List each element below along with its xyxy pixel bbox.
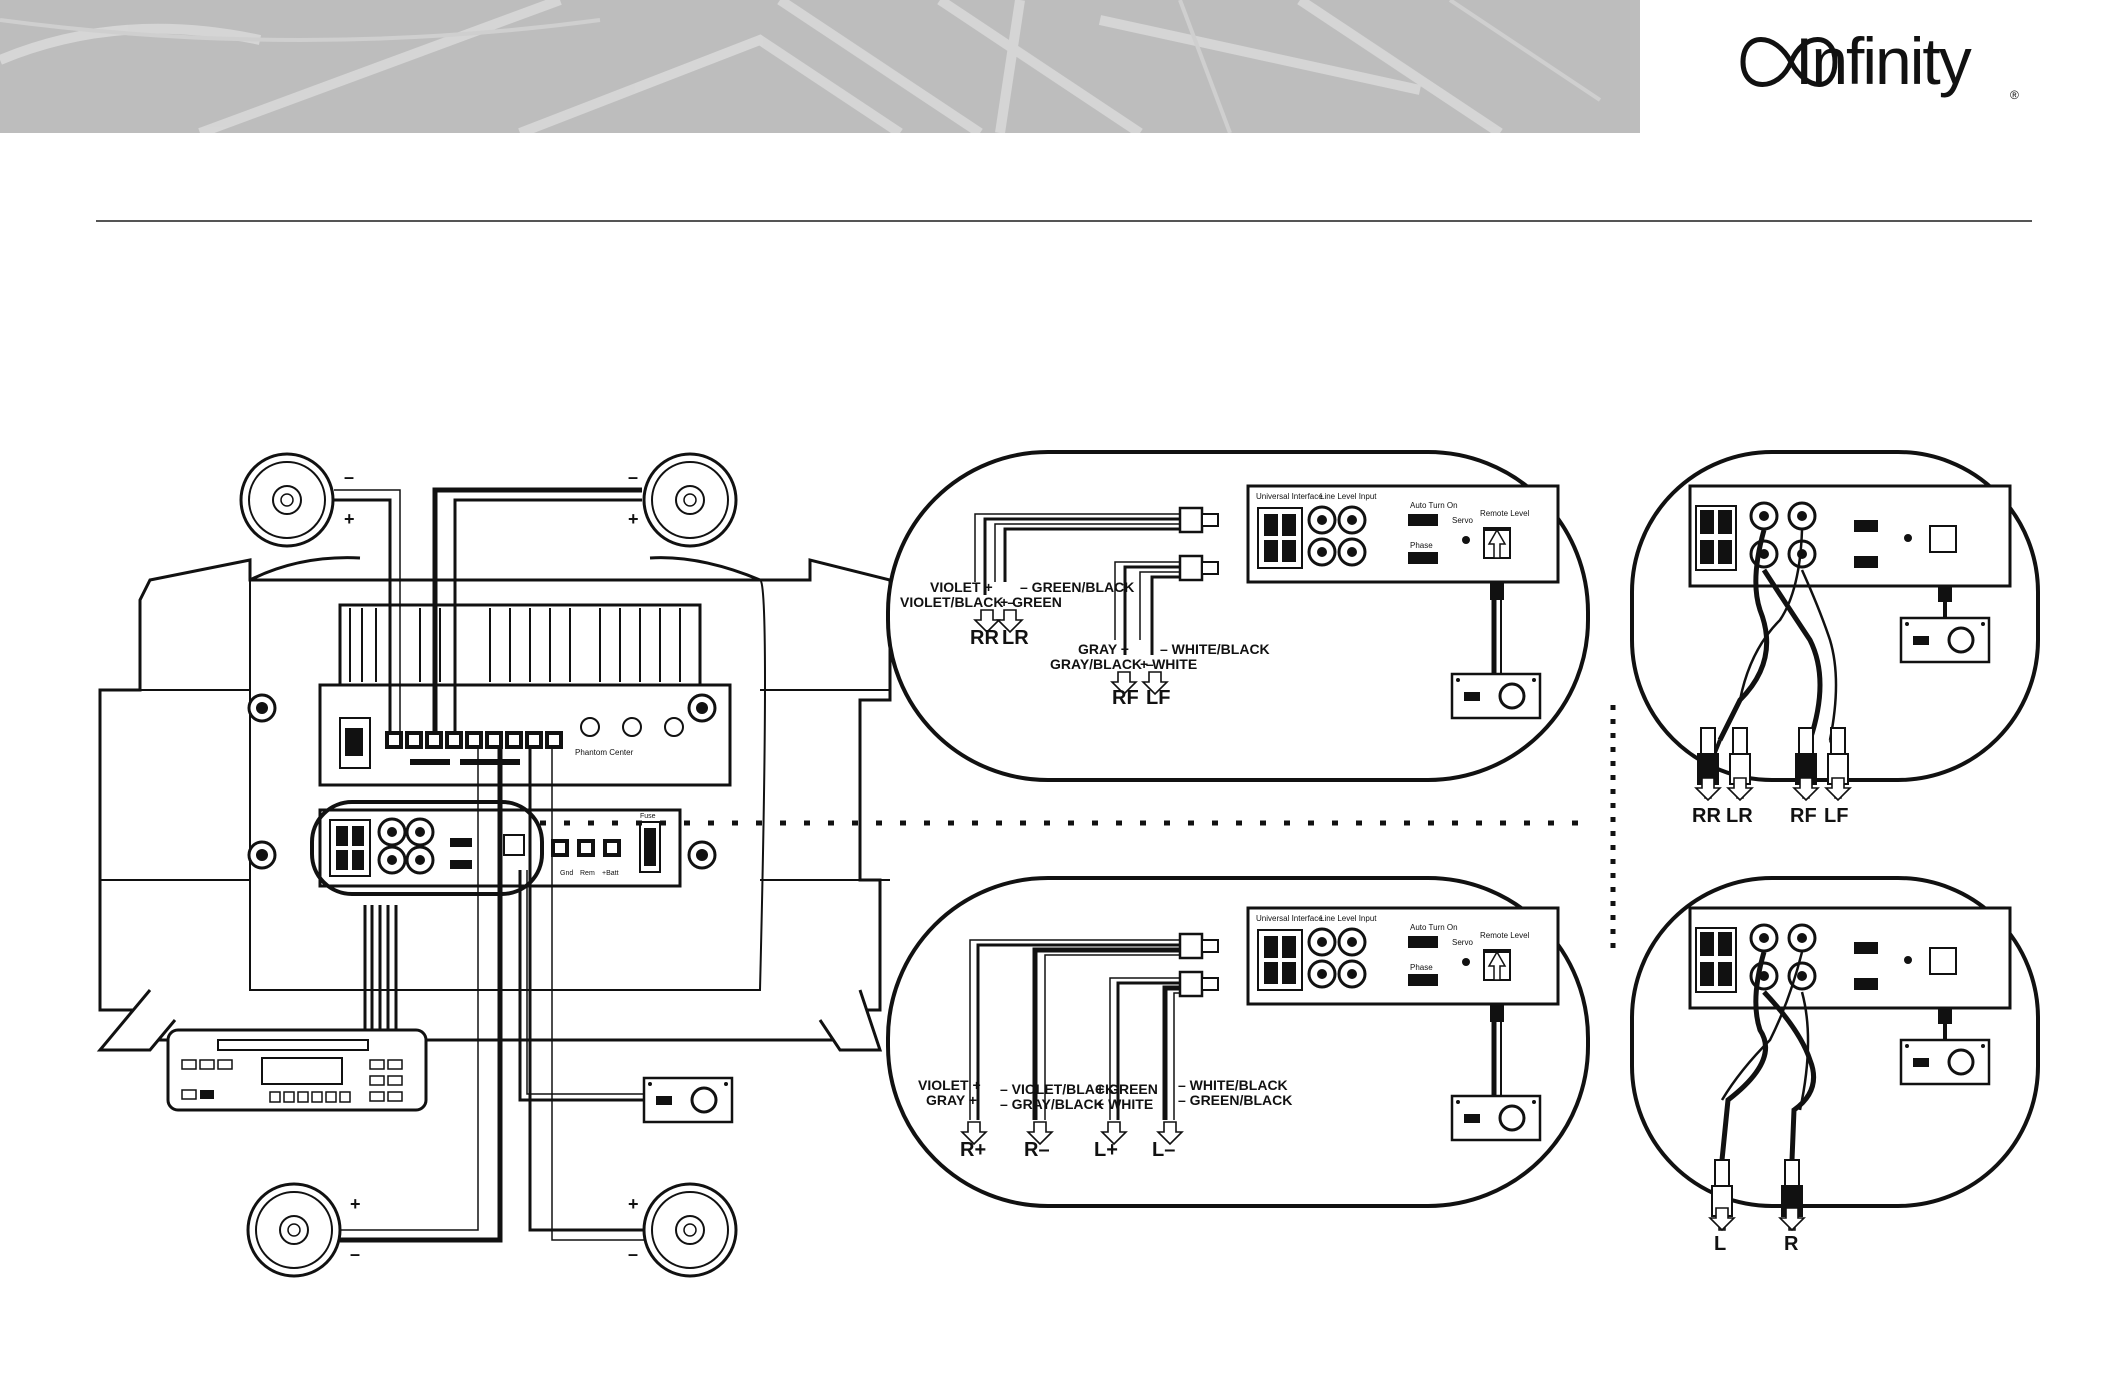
wire-label: GRAY + <box>926 1092 977 1108</box>
head-unit <box>166 1028 428 1112</box>
channel-label: L– <box>1152 1139 1175 1161</box>
speaker-rear-right-icon <box>642 1182 738 1278</box>
batt-label: +Batt <box>602 870 619 877</box>
channel-label: RF <box>1112 687 1139 709</box>
remote-level-knob-icon <box>642 1076 734 1124</box>
brand-name: Infinity <box>1795 24 1972 98</box>
polarity-minus: – <box>350 1244 360 1264</box>
phase-label: Phase <box>1410 963 1433 972</box>
line-level-input-label: Line Level Input <box>1320 492 1377 501</box>
rca-top-amp <box>1688 484 2012 618</box>
polarity-minus: – <box>628 1244 638 1264</box>
wire-label: VIOLET + <box>930 579 993 595</box>
remote-level-knob-icon <box>1899 616 1991 664</box>
rem-label: Rem <box>580 870 595 877</box>
channel-label: L <box>1714 1233 1726 1255</box>
wire-label: – WHITE/BLACK <box>1178 1077 1288 1093</box>
wire-label: GRAY/BLACK – <box>1050 656 1154 672</box>
inset-bottom-wires <box>969 939 1180 1120</box>
gnd-label: Gnd <box>560 870 573 877</box>
line-level-input-label: Line Level Input <box>1320 914 1377 923</box>
mount-screw <box>247 693 277 723</box>
heatsink <box>338 603 702 687</box>
phantom-center-label: Phantom Center <box>575 748 634 757</box>
channel-label: RR <box>1692 805 1721 827</box>
wire-label: + WHITE <box>1096 1096 1153 1112</box>
remote-level-label: Remote Level <box>1480 931 1530 940</box>
header-banner <box>0 0 1640 133</box>
polarity-plus: + <box>350 1194 361 1214</box>
wire-label: – GRAY/BLACK <box>1000 1096 1104 1112</box>
amp-speaker-panel: Phantom Center <box>318 683 732 787</box>
channel-label: RF <box>1790 805 1817 827</box>
remote-level-label: Remote Level <box>1480 509 1530 518</box>
harness-connectors <box>1178 932 1219 998</box>
channel-label: LF <box>1146 687 1170 709</box>
wire-label: + GREEN <box>1000 594 1062 610</box>
mount-screw <box>687 840 717 870</box>
universal-interface-label: Universal Interface <box>1256 492 1323 501</box>
polarity-plus: + <box>344 509 355 529</box>
universal-interface-label: Universal Interface <box>1256 914 1323 923</box>
remote-level-knob-icon <box>1450 1094 1542 1142</box>
fuse-label: Fuse <box>640 813 656 820</box>
channel-label: L+ <box>1094 1139 1118 1161</box>
wire-label: – WHITE/BLACK <box>1160 641 1270 657</box>
wire-label: VIOLET + <box>918 1077 981 1093</box>
servo-label: Servo <box>1452 516 1473 525</box>
auto-turn-on-label: Auto Turn On <box>1410 923 1458 932</box>
phase-label: Phase <box>1410 541 1433 550</box>
inset-top-wires <box>974 513 1180 655</box>
speaker-rear-left-icon <box>246 1182 342 1278</box>
auto-turn-on-label: Auto Turn On <box>1410 501 1458 510</box>
registered-mark: ® <box>2010 88 2019 102</box>
channel-label: LR <box>1002 627 1029 649</box>
input-highlight-ring <box>310 800 544 896</box>
remote-level-knob-icon <box>1450 672 1542 720</box>
polarity-minus: – <box>628 467 638 487</box>
header-pattern <box>0 0 1602 133</box>
wire-label: VIOLET/BLACK – <box>900 594 1015 610</box>
rca-bottom-amp <box>1688 906 2012 1040</box>
inset-top-amp: Universal Interface Line Level Input Aut… <box>1246 484 1560 584</box>
speaker-front-left-icon <box>239 452 335 548</box>
channel-label: R– <box>1024 1139 1050 1161</box>
rca-bottom-cables <box>1719 951 1816 1161</box>
wire-label: – GREEN/BLACK <box>1178 1092 1292 1108</box>
speaker-front-right-icon <box>642 452 738 548</box>
harness-connectors <box>1178 506 1219 582</box>
channel-label: LR <box>1726 805 1753 827</box>
channel-label: R <box>1784 1233 1799 1255</box>
wire-label: – VIOLET/BLACK <box>1000 1081 1115 1097</box>
polarity-plus: + <box>628 1194 639 1214</box>
polarity-minus: – <box>344 467 354 487</box>
inset-bottom-amp: Universal Interface Line Level Input Aut… <box>1246 906 1560 1006</box>
mount-screw <box>247 840 277 870</box>
polarity-plus: + <box>628 509 639 529</box>
servo-label: Servo <box>1452 938 1473 947</box>
infinity-logo-icon <box>1740 37 1838 87</box>
header-rule <box>96 220 2032 222</box>
channel-label: RR <box>970 627 999 649</box>
channel-label: LF <box>1824 805 1848 827</box>
channel-label: R+ <box>960 1139 986 1161</box>
wire-label: + GREEN <box>1096 1081 1158 1097</box>
head-unit-cable <box>363 905 398 1030</box>
wire-label: + WHITE <box>1140 656 1197 672</box>
mount-screw <box>687 693 717 723</box>
remote-level-knob-icon <box>1899 1038 1991 1086</box>
speaker-wires <box>334 487 644 1243</box>
wire-label: – GREEN/BLACK <box>1020 579 1134 595</box>
wire-label: GRAY + <box>1078 641 1129 657</box>
